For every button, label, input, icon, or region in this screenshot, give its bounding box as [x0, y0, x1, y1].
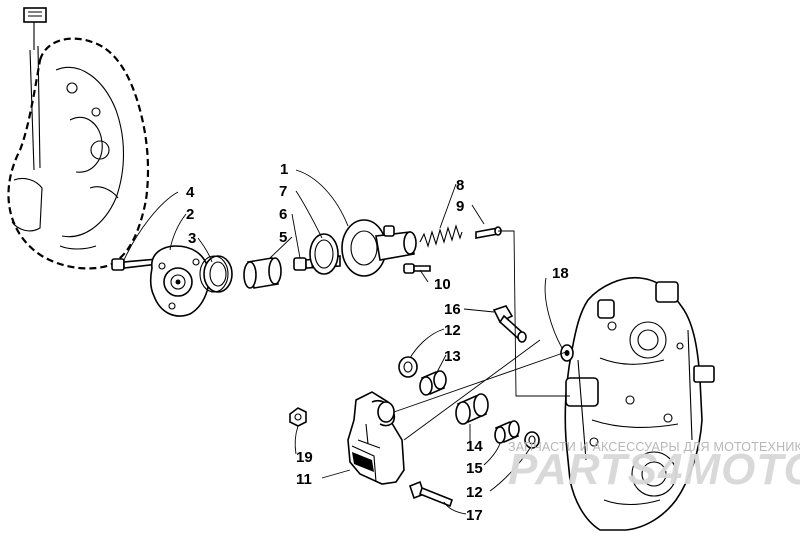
- part-8-spring: [419, 224, 463, 248]
- part-2-cover-plate: [149, 245, 210, 317]
- assembly-line-arm-lower: [403, 339, 541, 441]
- callout-2: 2: [186, 206, 194, 223]
- callout-11: 11: [296, 471, 312, 488]
- part-1-tensioner-body: [341, 219, 417, 277]
- callout-19: 19: [296, 449, 313, 466]
- assembly-line-arm-upper: [393, 351, 567, 413]
- watermark-tagline: ЗАПЧАСТИ И АКСЕССУАРЫ ДЛЯ МОТОТЕХНИКИ: [508, 440, 800, 454]
- callout-6: 6: [279, 206, 287, 223]
- part-12-washer-lower: [524, 431, 540, 449]
- callout-4: 4: [186, 184, 195, 201]
- callout-3: 3: [188, 230, 196, 247]
- part-18-washer: [560, 344, 574, 362]
- part-16-shoulder-bolt: [492, 305, 527, 343]
- part-13-bushing: [419, 370, 447, 396]
- leader-lines: [123, 169, 563, 515]
- callout-17: 17: [466, 507, 483, 524]
- part-17-bolt: [409, 480, 453, 508]
- callout-8: 8: [456, 177, 464, 194]
- part-12-washer-upper: [398, 356, 418, 378]
- gear-case-housing: [564, 276, 715, 531]
- part-3-seal: [199, 255, 233, 293]
- callout-5: 5: [279, 229, 287, 246]
- watermark: PARTS4MOTOR.RU ЗАПЧАСТИ И АКСЕССУАРЫ ДЛЯ…: [508, 440, 800, 494]
- callout-7: 7: [279, 183, 287, 200]
- watermark-logo: PARTS4MOTOR.RU: [508, 445, 800, 494]
- part-5-piston: [243, 257, 282, 289]
- assembly-line-pin-9: [498, 230, 570, 397]
- callout-16: 16: [444, 301, 461, 318]
- part-19-nut: [289, 407, 307, 427]
- callout-15: 15: [466, 460, 483, 477]
- callout-14: 14: [466, 438, 483, 455]
- callout-9: 9: [456, 198, 464, 215]
- callout-13: 13: [444, 348, 461, 365]
- callout-18: 18: [552, 265, 569, 282]
- callout-10: 10: [434, 276, 451, 293]
- part-7-o-ring: [309, 233, 339, 275]
- callout-12-upper: 12: [444, 322, 461, 339]
- part-9-pin: [475, 226, 502, 239]
- callout-labels: 1 2 3 4 5 6 7 8 9 10 11 12 12 13 14 15 1…: [186, 161, 569, 524]
- callout-12-lower: 12: [466, 484, 483, 501]
- part-10-screw: [403, 263, 431, 274]
- part-11-tensioner-arm: [347, 391, 405, 485]
- chain-case-cover: [7, 7, 150, 270]
- callout-1: 1: [280, 161, 288, 178]
- part-14-roller: [455, 393, 489, 425]
